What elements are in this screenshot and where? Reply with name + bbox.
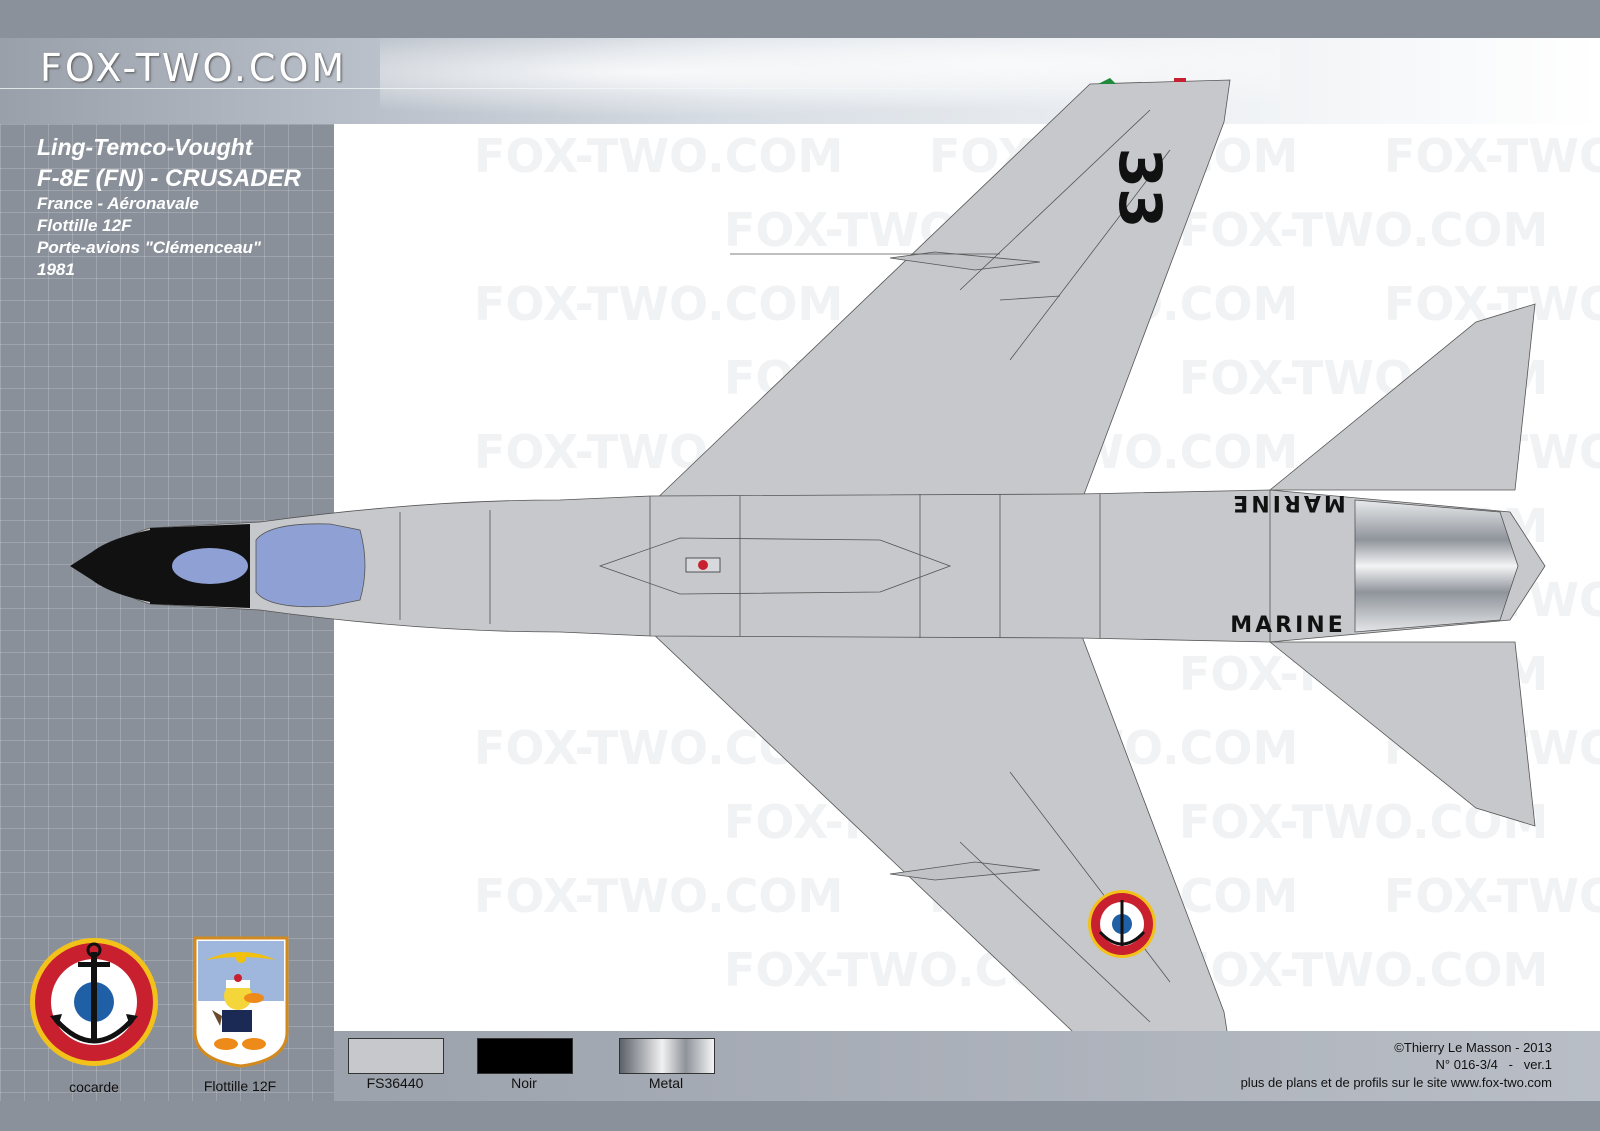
header-rule	[0, 88, 1230, 89]
bottom-frame-band	[0, 1101, 1600, 1131]
wing-number: 33	[1106, 148, 1174, 229]
site-logo[interactable]: FOX-TWO.COM	[40, 46, 348, 90]
carrier-line: Porte-avions "Clémenceau"	[37, 238, 261, 257]
watermark-text: FOX-TWO.COM	[474, 129, 843, 183]
nose-cone	[70, 530, 150, 602]
windscreen	[172, 548, 248, 584]
watermark-text: FOX-TWO.COM	[1384, 869, 1600, 923]
fuselage	[91, 489, 1546, 643]
watermark-text: FOX-TWO.COM	[474, 277, 843, 331]
watermark-text: FOX-TWO.COM	[1179, 203, 1548, 257]
swatch-label: Noir	[511, 1075, 537, 1091]
operator-line: France - Aéronavale	[37, 194, 199, 213]
unit-line: Flottille 12F	[37, 216, 132, 235]
top-frame-band	[0, 0, 1600, 38]
roundel-anchor-icon	[30, 938, 158, 1066]
upper-stabilizer	[1268, 303, 1536, 491]
color-swatch	[348, 1038, 444, 1074]
duck-sailor-badge-icon	[193, 936, 289, 1068]
year-line: 1981	[37, 260, 75, 279]
canopy	[255, 523, 366, 608]
tail-text-lower: MARINE	[1230, 613, 1346, 638]
swatch-label: FS36440	[366, 1075, 424, 1091]
watermark-text: FOX-TWO.COM	[474, 869, 843, 923]
watermark-text: FOX-TWO.COM	[1179, 943, 1548, 997]
lower-stabilizer	[1268, 641, 1536, 827]
wing-roundel-icon	[1088, 890, 1156, 958]
header-banner: FOX-TWO.COM	[0, 38, 1600, 124]
sheet-reference: N° 016-3/4 - ver.1	[1435, 1057, 1552, 1072]
swatch-label: Metal	[648, 1075, 684, 1091]
lower-wing	[648, 630, 1231, 1051]
color-swatch	[477, 1038, 573, 1074]
site-promo: plus de plans et de profils sur le site …	[1240, 1075, 1552, 1090]
exhaust-metal	[1354, 499, 1519, 633]
upper-wing	[649, 79, 1231, 506]
emblem-label-unit: Flottille 12F	[203, 1078, 277, 1094]
manufacturer-title: Ling-Temco-Vought	[37, 134, 253, 160]
color-swatch	[619, 1038, 715, 1074]
author-credit: ©Thierry Le Masson - 2013	[1394, 1040, 1552, 1055]
model-title: F-8E (FN) - CRUSADER	[37, 165, 301, 192]
tail-text-upper: MARINE	[1230, 490, 1346, 515]
watermark-text: FOX-TWO.COM	[1384, 129, 1600, 183]
